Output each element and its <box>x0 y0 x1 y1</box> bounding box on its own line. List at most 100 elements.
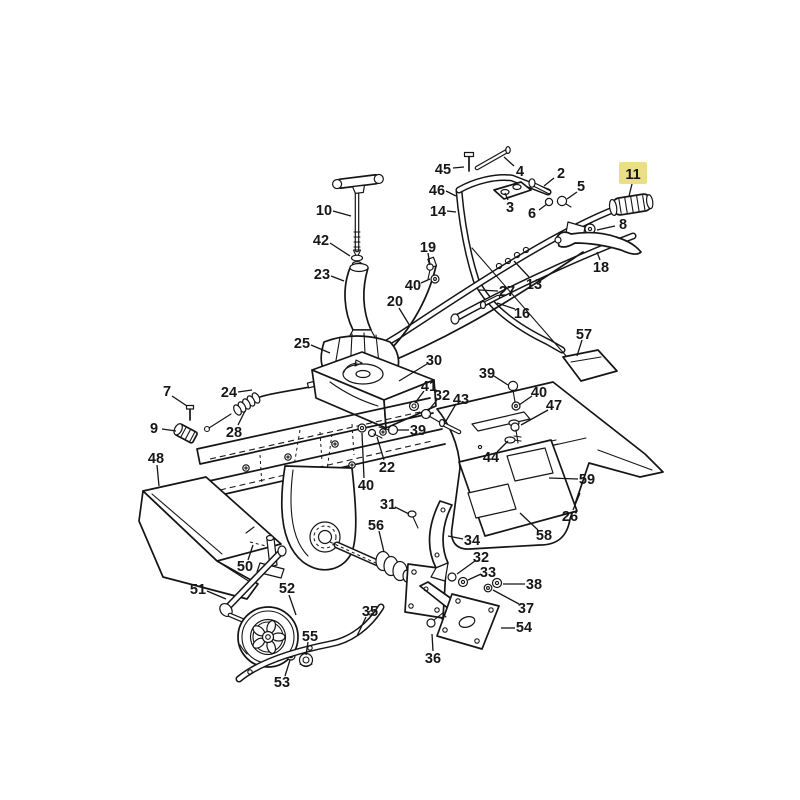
part-label-54-52[interactable]: 54 <box>516 620 532 636</box>
part-label-39-33[interactable]: 39 <box>410 423 426 439</box>
part-label-37-50[interactable]: 37 <box>518 601 534 617</box>
leader-line-43 <box>445 403 457 422</box>
leader-line-51 <box>206 590 227 600</box>
part-label-40-29[interactable]: 40 <box>531 385 547 401</box>
leader-line-14 <box>446 210 457 213</box>
part-label-51-48[interactable]: 51 <box>190 582 206 598</box>
part-label-26-40[interactable]: 26 <box>562 509 578 525</box>
leader-line-59 <box>548 477 579 480</box>
part-label-33-46[interactable]: 33 <box>480 565 496 581</box>
part-label-38-47[interactable]: 38 <box>526 577 542 593</box>
part-label-13-16[interactable]: 13 <box>526 277 542 293</box>
leader-line-55 <box>305 641 309 656</box>
part-label-57-20[interactable]: 57 <box>576 327 592 343</box>
part-label-56-41[interactable]: 56 <box>368 518 384 534</box>
part-label-3-6[interactable]: 3 <box>506 200 514 216</box>
part-label-19-12[interactable]: 19 <box>420 240 436 256</box>
part-label-53-55[interactable]: 53 <box>274 675 290 691</box>
part-label-28-32[interactable]: 28 <box>226 425 242 441</box>
part-label-48-34[interactable]: 48 <box>148 451 164 467</box>
leader-line-48 <box>156 464 160 487</box>
leader-line-50 <box>247 544 254 561</box>
hitch-bolt-36 <box>426 611 447 628</box>
hitch-pin-31 <box>407 510 419 529</box>
chassis-frame <box>196 397 446 498</box>
leader-line-13 <box>513 260 530 278</box>
part-label-7-25[interactable]: 7 <box>163 384 171 400</box>
leader-line-36 <box>431 633 434 652</box>
part-label-11-3[interactable]: 11 <box>625 167 640 183</box>
part-label-43-28[interactable]: 43 <box>453 392 469 408</box>
part-label-8-10[interactable]: 8 <box>619 217 627 233</box>
part-label-4-1[interactable]: 4 <box>516 164 524 180</box>
leader-line-33 <box>467 573 482 581</box>
part-label-55-53[interactable]: 55 <box>302 629 318 645</box>
jockey-wheel-group <box>219 526 314 668</box>
part-label-22-36[interactable]: 22 <box>379 460 395 476</box>
left-small-parts <box>173 404 198 444</box>
leader-line-47 <box>520 409 549 426</box>
handlebar-fasteners <box>426 146 572 310</box>
leader-line-58 <box>519 512 539 531</box>
part-label-59-38[interactable]: 59 <box>579 472 595 488</box>
leader-line-45 <box>452 166 465 169</box>
rear-fender <box>436 381 664 550</box>
machine-artwork <box>138 146 664 679</box>
part-label-47-30[interactable]: 47 <box>546 398 562 414</box>
part-label-20-18[interactable]: 20 <box>387 294 403 310</box>
part-label-5-5[interactable]: 5 <box>577 179 585 195</box>
part-label-41-24[interactable]: 41 <box>421 379 437 395</box>
part-label-39-23[interactable]: 39 <box>479 366 495 382</box>
part-label-36-54[interactable]: 36 <box>425 651 441 667</box>
part-label-40-37[interactable]: 40 <box>358 478 374 494</box>
leader-line-2 <box>543 177 555 187</box>
leader-line-32 <box>427 399 438 412</box>
leader-line-16 <box>496 302 516 310</box>
bumper-plate <box>138 476 282 600</box>
leader-line-4 <box>503 156 515 167</box>
part-label-40-15[interactable]: 40 <box>405 278 421 294</box>
leader-line-46 <box>445 190 457 197</box>
leader-line-9 <box>161 428 177 432</box>
leader-line-22 <box>376 436 385 461</box>
part-label-6-8[interactable]: 6 <box>528 206 536 222</box>
leader-line-26 <box>572 492 581 511</box>
part-label-16-19[interactable]: 16 <box>514 306 530 322</box>
belt-cover-and-shaft <box>280 465 412 583</box>
leader-line-34 <box>447 535 464 540</box>
part-label-14-7[interactable]: 14 <box>430 204 446 220</box>
clutch-lever <box>554 221 642 255</box>
part-label-31-39[interactable]: 31 <box>380 497 396 513</box>
part-label-46-4[interactable]: 46 <box>429 183 445 199</box>
part-label-50-45[interactable]: 50 <box>237 559 253 575</box>
part-label-2-2[interactable]: 2 <box>557 166 565 182</box>
part-label-25-21[interactable]: 25 <box>294 336 310 352</box>
leader-line-18 <box>596 251 601 261</box>
leader-line-35 <box>356 616 367 637</box>
part-label-30-22[interactable]: 30 <box>426 353 442 369</box>
leader-line-28 <box>237 410 246 426</box>
leader-line-3 <box>504 192 509 201</box>
curved-bracket <box>428 500 453 582</box>
part-label-27-17[interactable]: 27 <box>499 284 515 300</box>
leader-line-20 <box>398 307 411 327</box>
part-label-32-27[interactable]: 32 <box>434 388 450 404</box>
part-label-34-43[interactable]: 34 <box>464 533 480 549</box>
leader-line-44 <box>496 440 509 453</box>
leader-line-11 <box>628 183 633 197</box>
part-label-44-35[interactable]: 44 <box>483 450 499 466</box>
highlight-box-part-11 <box>619 162 647 184</box>
leader-line-8 <box>596 225 616 231</box>
part-label-42-11[interactable]: 42 <box>313 233 329 249</box>
part-label-52-49[interactable]: 52 <box>279 581 295 597</box>
part-label-18-13[interactable]: 18 <box>593 260 609 276</box>
part-label-24-26[interactable]: 24 <box>221 385 237 401</box>
part-label-32-44[interactable]: 32 <box>473 550 489 566</box>
part-label-23-14[interactable]: 23 <box>314 267 330 283</box>
part-label-45-0[interactable]: 45 <box>435 162 451 178</box>
part-label-58-42[interactable]: 58 <box>536 528 552 544</box>
part-label-35-51[interactable]: 35 <box>362 604 378 620</box>
part-label-9-31[interactable]: 9 <box>150 421 158 437</box>
part-label-10-9[interactable]: 10 <box>316 203 332 219</box>
